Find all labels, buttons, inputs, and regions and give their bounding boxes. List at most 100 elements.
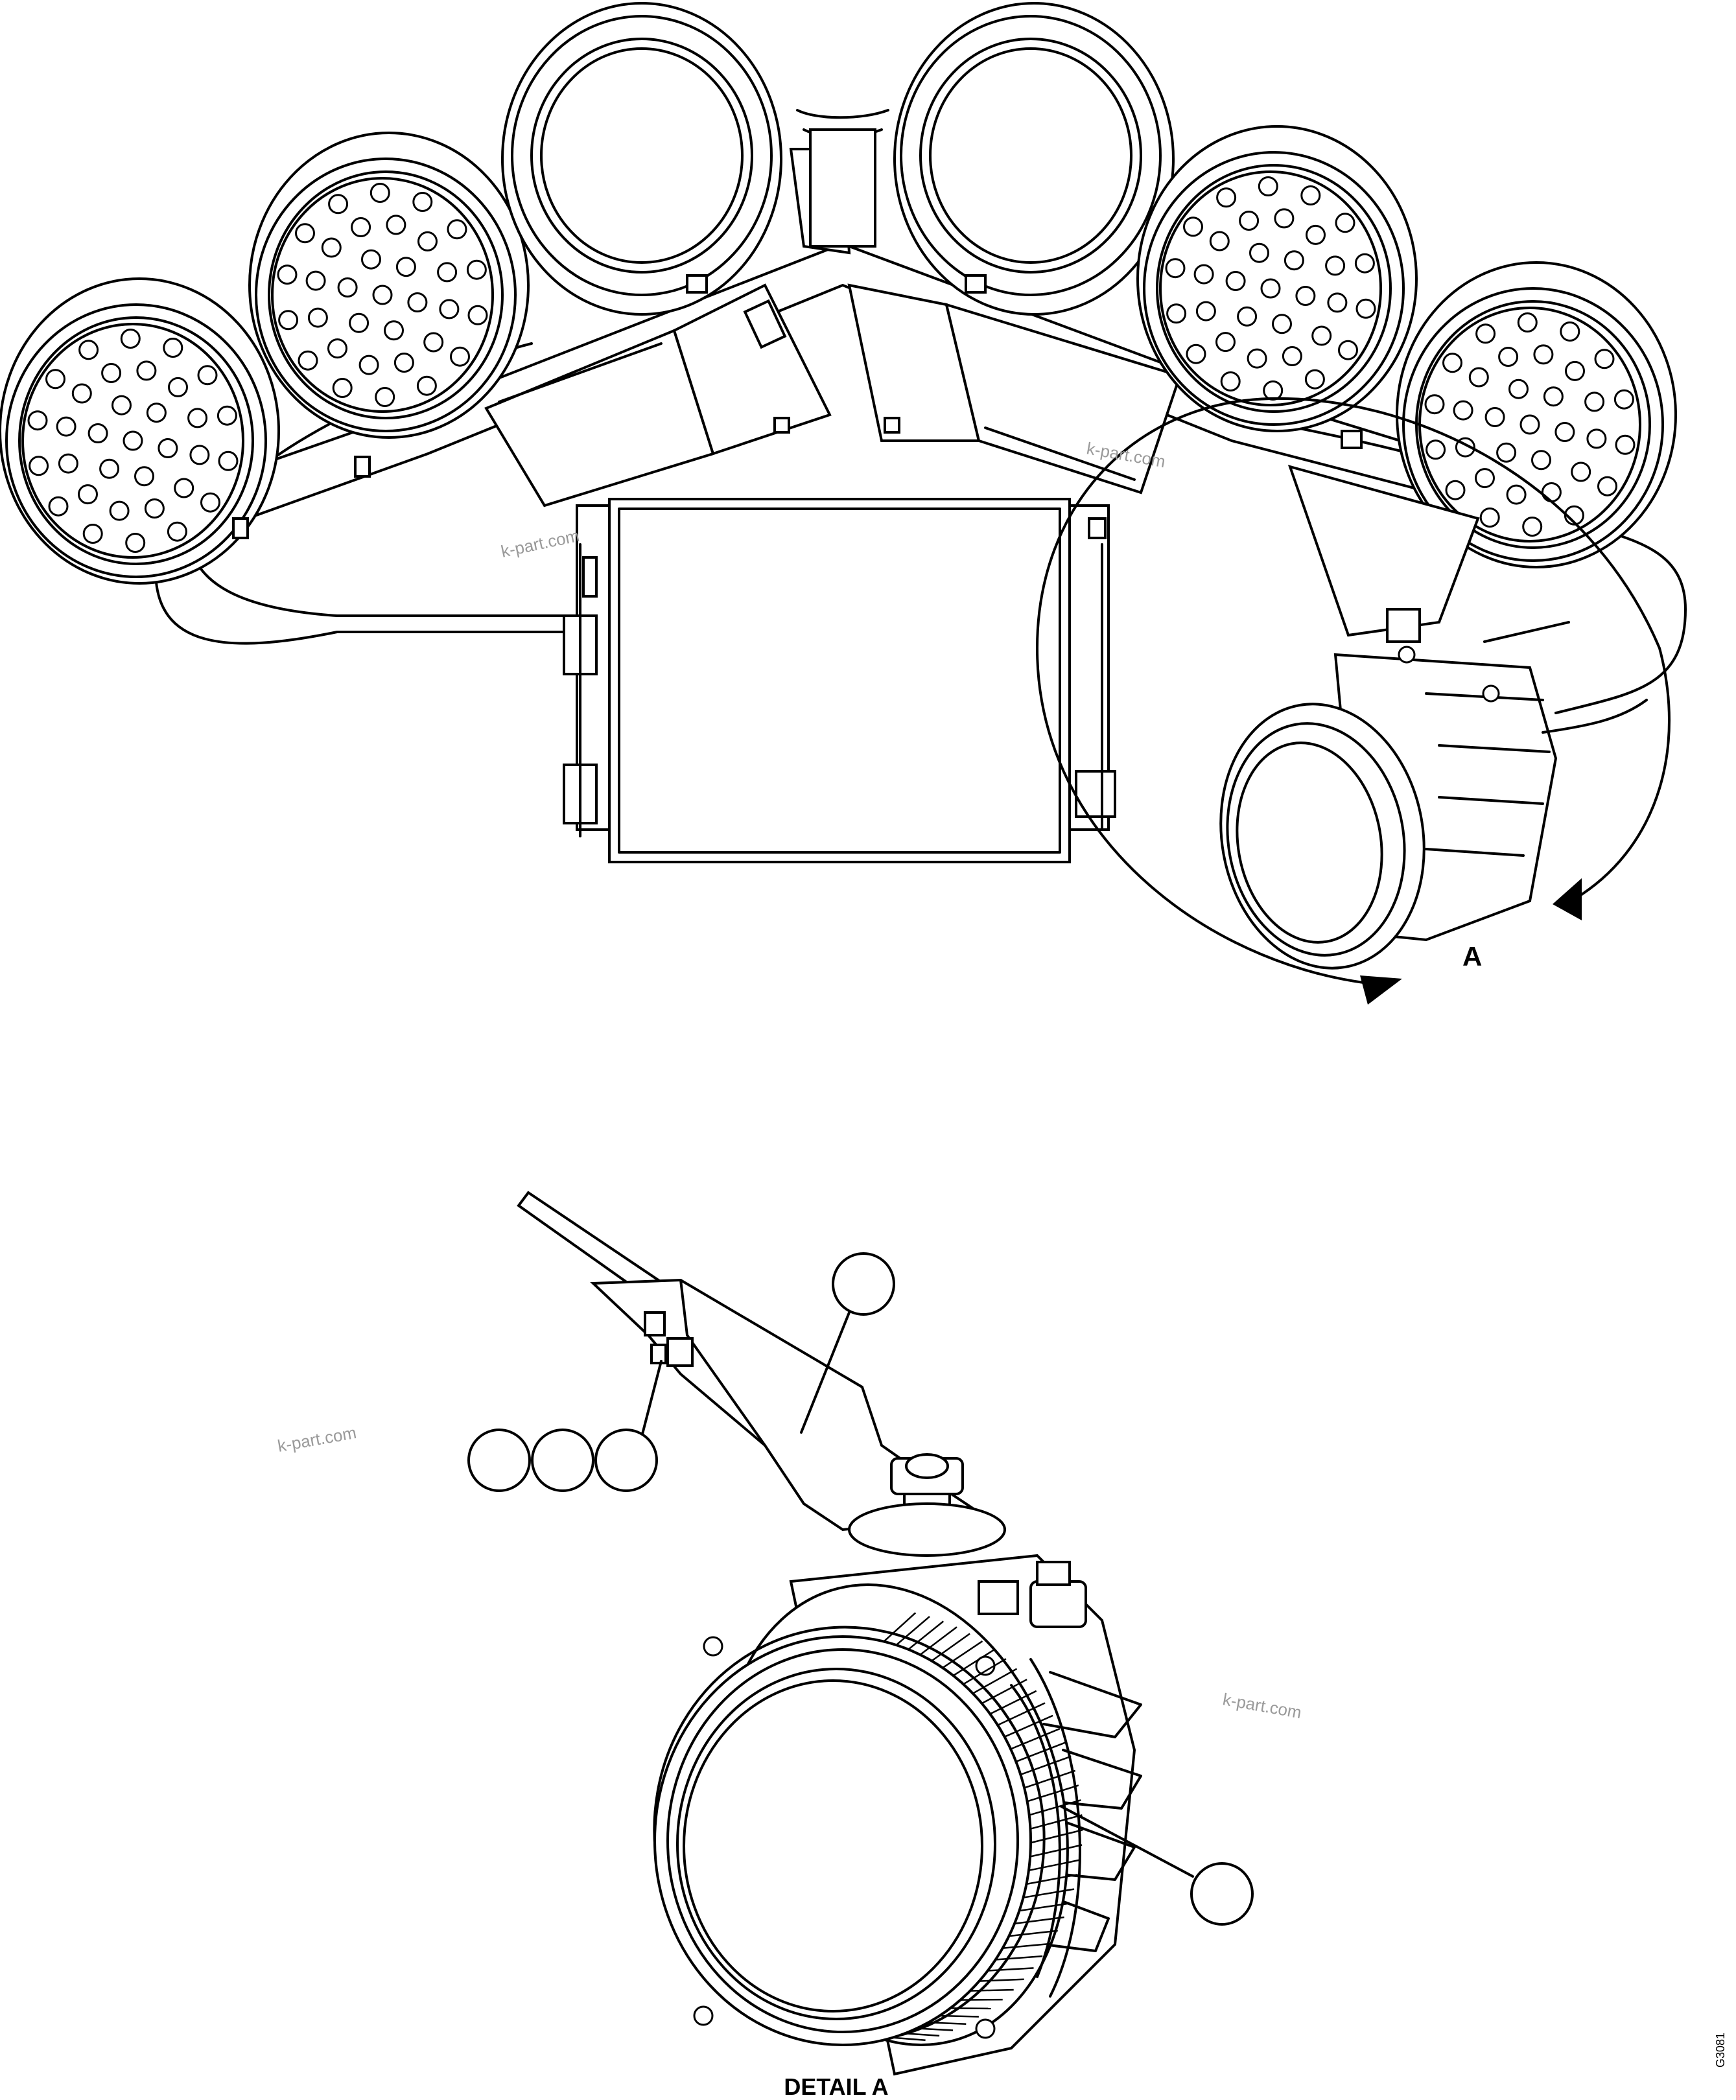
led-dot	[1484, 407, 1505, 427]
ring-rib	[895, 1616, 930, 1646]
ring-rib	[1014, 1916, 1064, 1925]
arrow-head-2	[1553, 878, 1582, 920]
led-dot	[1586, 428, 1607, 449]
led-dot	[1615, 434, 1636, 455]
ring-rib	[883, 1612, 917, 1642]
ring-rib	[1010, 1728, 1061, 1750]
led-dot	[187, 408, 208, 428]
led-dot	[167, 521, 187, 542]
callout-bracket	[832, 1252, 895, 1316]
ring-rib	[952, 1648, 995, 1677]
led-dot	[48, 496, 69, 517]
led-dot	[1335, 213, 1355, 233]
led-dot	[1195, 301, 1216, 321]
led-dot	[1531, 450, 1551, 471]
ring-rib	[950, 2007, 991, 2010]
led-dot	[134, 466, 154, 487]
led-dot	[1220, 371, 1241, 391]
led-dot	[1519, 414, 1540, 435]
watermark-1: k-part.com	[499, 526, 581, 561]
led-dot	[1183, 216, 1203, 237]
led-dot	[217, 405, 237, 426]
led-dot	[101, 363, 122, 383]
arrow-head-1	[1360, 975, 1402, 1005]
ring-rib	[908, 1620, 944, 1650]
relay-box-right	[847, 283, 1182, 495]
led-dot	[1445, 480, 1466, 500]
led-dot	[1272, 314, 1292, 334]
led-dot	[295, 223, 315, 244]
led-array	[27, 176, 1636, 553]
led-dot	[1584, 391, 1605, 412]
led-dot	[1498, 347, 1519, 367]
led-dot	[437, 262, 458, 283]
ring-rib	[1030, 1829, 1083, 1844]
led-dot	[1311, 325, 1332, 346]
ring-rib	[979, 1978, 1024, 1982]
ring-rib	[1002, 1942, 1051, 1949]
led-dot	[466, 259, 487, 280]
led-dot	[1424, 394, 1445, 415]
led-dot	[423, 332, 444, 353]
work-lamp-3	[501, 2, 782, 316]
led-dot	[1506, 484, 1527, 505]
led-dot	[1282, 346, 1302, 366]
ring-rib	[1009, 1930, 1058, 1937]
led-dot	[189, 445, 210, 465]
led-dot	[332, 378, 353, 398]
led-dot	[1249, 242, 1269, 263]
work-lamp-4	[893, 2, 1175, 316]
harness-cable-right	[1554, 530, 1687, 714]
led-dot	[218, 450, 239, 471]
led-dot	[1225, 271, 1246, 291]
ring-rib	[904, 2033, 940, 2037]
led-dot	[200, 492, 220, 513]
heat-sink-fins	[1042, 1671, 1142, 1952]
led-dot	[372, 285, 393, 305]
fasteners	[232, 274, 1363, 539]
lamp-ring-ribs	[883, 1612, 1083, 2042]
led-dot	[337, 277, 358, 298]
led-dot	[412, 192, 433, 212]
led-dot	[1475, 468, 1495, 489]
ring-rib	[1030, 1814, 1083, 1830]
led-dot	[1442, 353, 1462, 373]
led-dot	[1508, 379, 1529, 399]
ring-rib	[939, 2014, 979, 2018]
led-dot	[1533, 344, 1554, 365]
led-dot	[358, 355, 379, 375]
led-dot	[416, 375, 437, 396]
led-dot	[1517, 312, 1538, 332]
watermark-3: k-part.com	[276, 1423, 358, 1456]
detail-a-callout: A	[1036, 397, 1671, 1005]
led-dot	[163, 338, 183, 358]
led-dot	[158, 438, 178, 458]
led-dot	[71, 383, 92, 404]
led-dot	[1571, 461, 1591, 482]
led-dot	[120, 329, 141, 349]
led-dot	[1425, 439, 1446, 460]
ring-rib	[1024, 1769, 1076, 1789]
led-dot	[1325, 255, 1346, 276]
led-dot	[56, 416, 76, 437]
led-dot	[395, 257, 416, 277]
led-dot	[1247, 348, 1267, 369]
led-dot	[467, 305, 488, 325]
ring-rib	[1029, 1799, 1081, 1816]
led-dot	[1355, 298, 1376, 319]
ring-rib	[917, 2027, 954, 2031]
ring-rib	[919, 1626, 957, 1655]
led-dot	[136, 360, 157, 381]
led-dot	[111, 395, 132, 415]
led-dot	[349, 312, 369, 333]
led-dot	[1560, 321, 1580, 342]
led-dot	[375, 387, 395, 407]
controller-box	[563, 498, 1116, 863]
led-dot	[1239, 211, 1260, 231]
led-dot	[1295, 286, 1316, 306]
ring-rib	[997, 1702, 1046, 1726]
ring-rib	[1028, 1859, 1081, 1872]
led-dot	[305, 270, 326, 291]
led-dot	[82, 524, 103, 544]
